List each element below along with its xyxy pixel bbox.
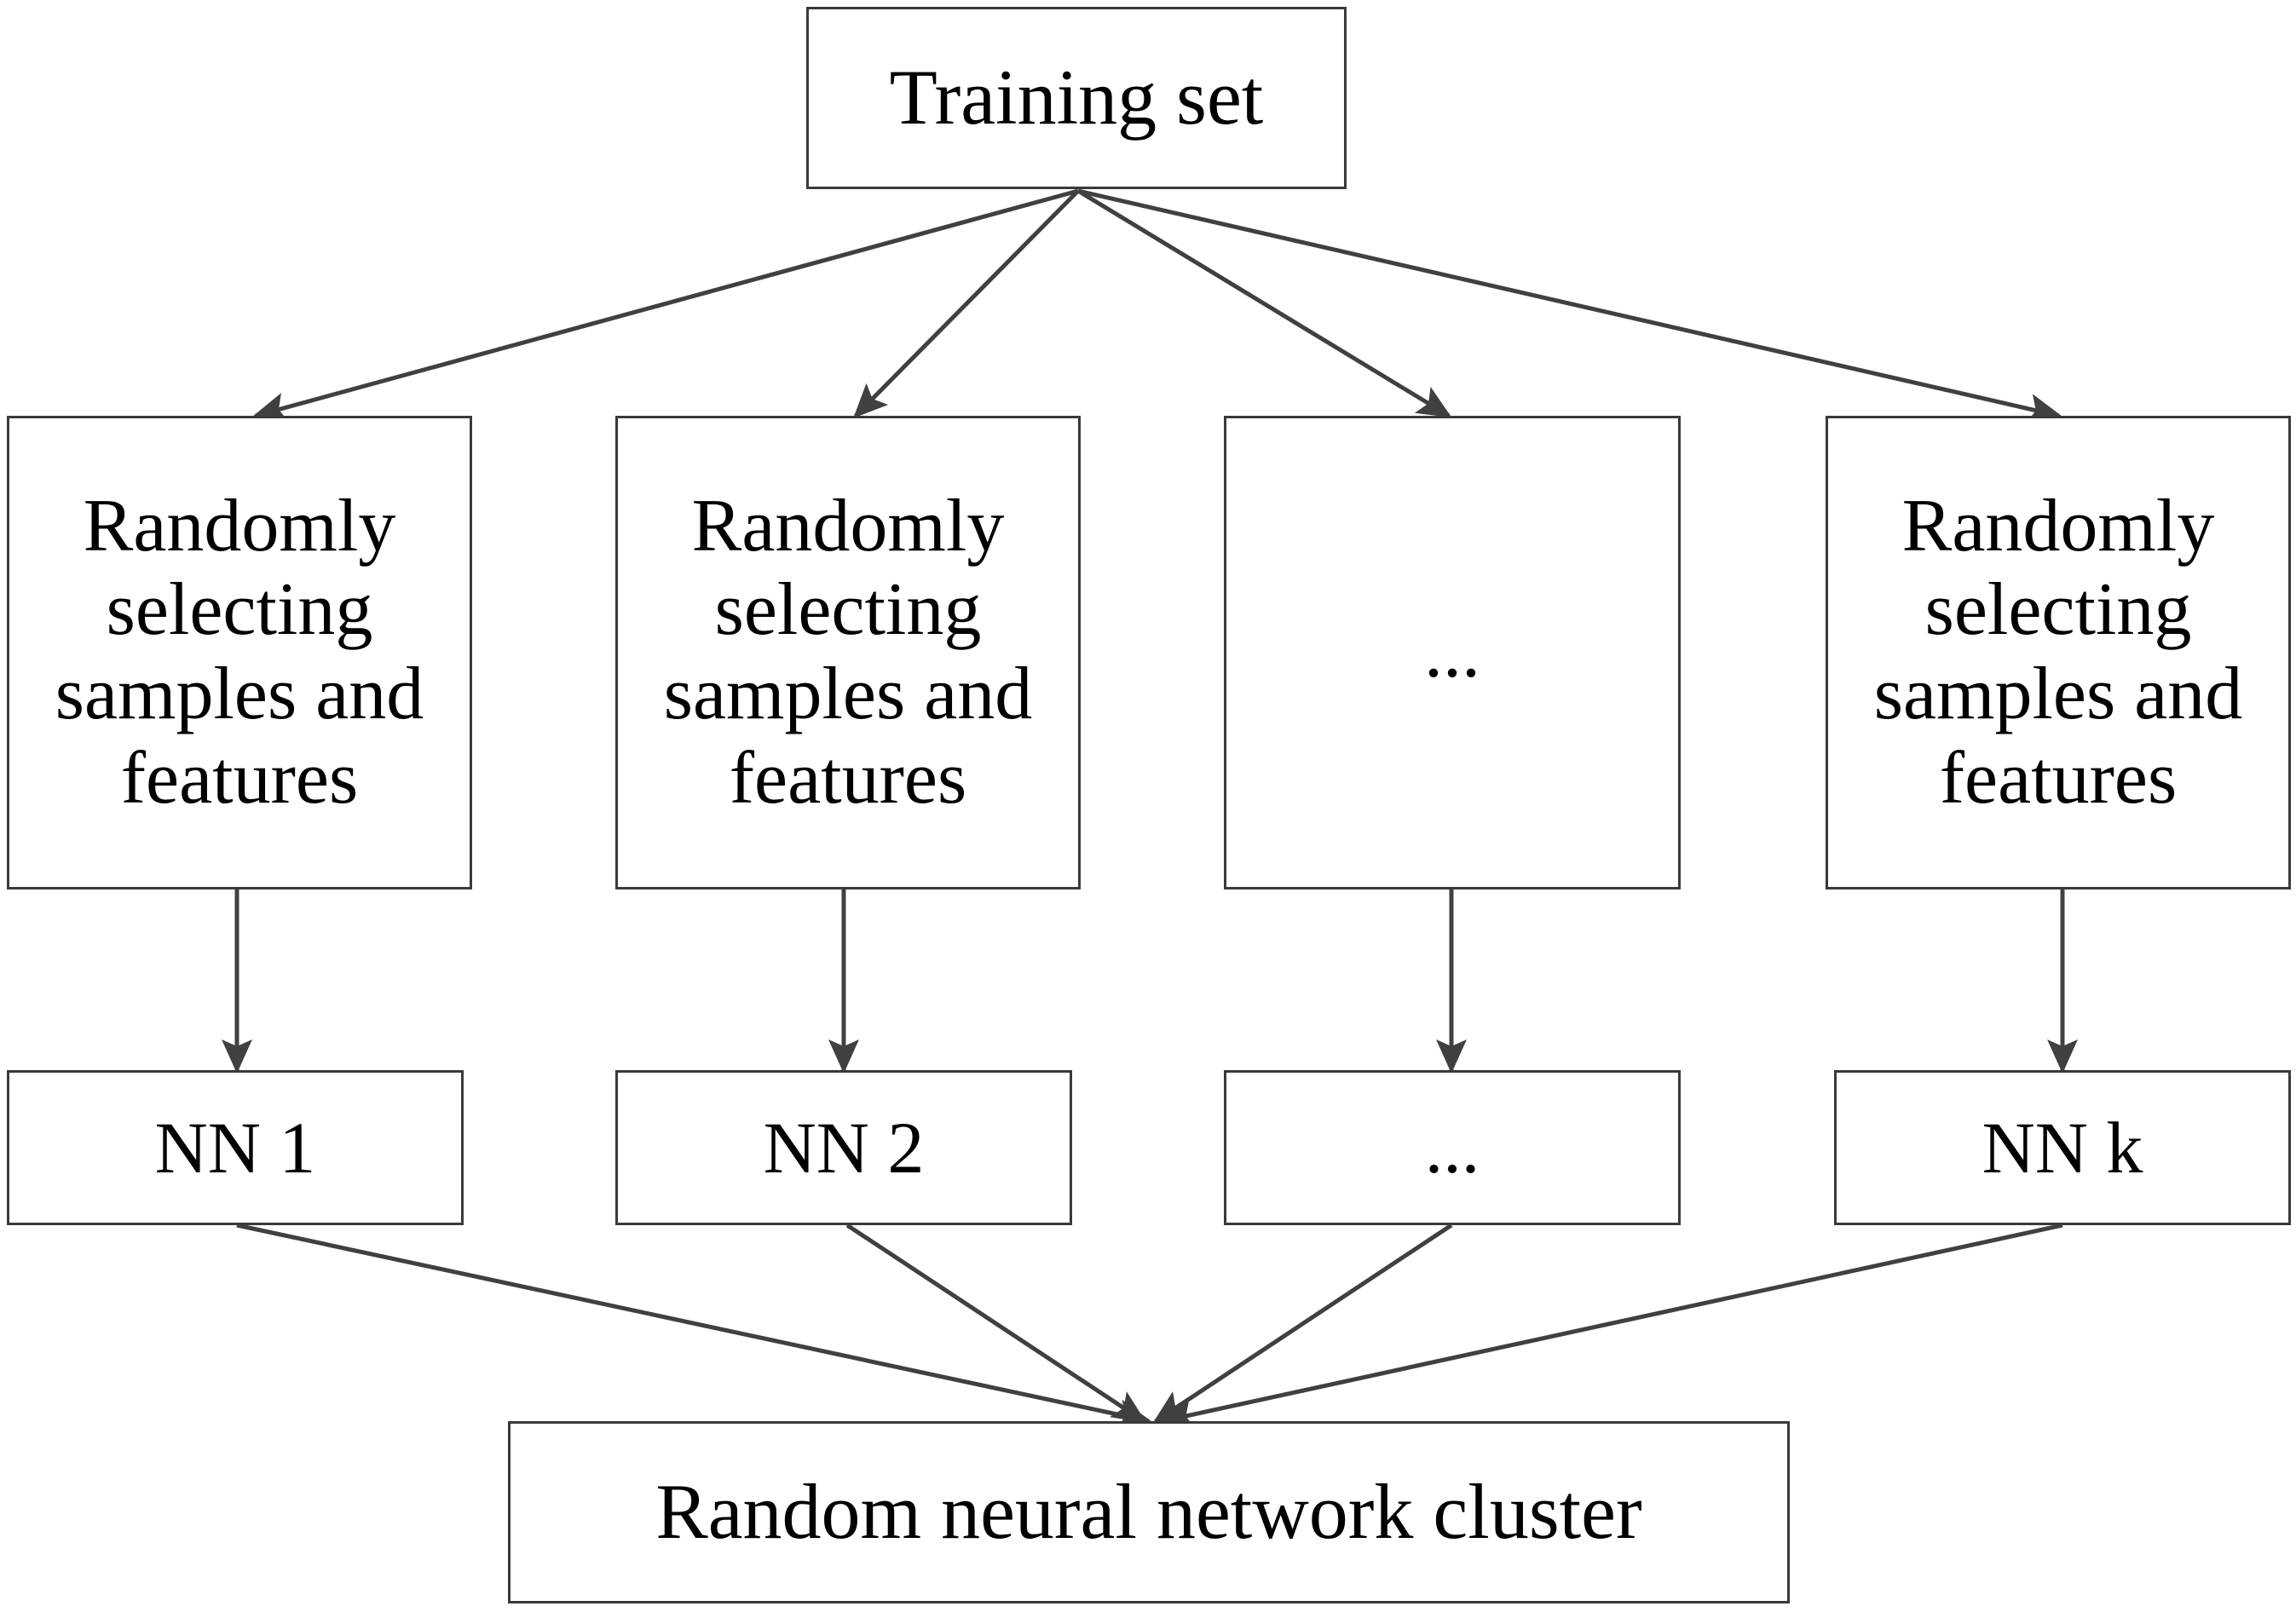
sampling-step-box-1: Randomly selecting samples and features <box>7 416 472 889</box>
model-box-3: ... <box>1224 1070 1681 1225</box>
arrow-training-to-step-2 <box>853 189 1080 418</box>
sampling-step-label-2: Randomly selecting samples and features <box>663 484 1033 820</box>
model-label-k: NN k <box>1982 1106 2143 1189</box>
cluster-box: Random neural network cluster <box>508 1421 1790 1603</box>
model-label-3: ... <box>1424 1106 1480 1189</box>
model-label-2: NN 2 <box>763 1106 925 1189</box>
arrow-training-to-step-1 <box>252 188 1079 423</box>
sampling-step-box-3: ... <box>1224 416 1681 889</box>
arrow-training-to-step-4 <box>1077 188 2062 424</box>
training-set-box: Training set <box>806 7 1347 189</box>
sampling-step-box-4: Randomly selecting samples and features <box>1826 416 2291 889</box>
cluster-label: Random neural network cluster <box>655 1468 1642 1556</box>
training-set-label: Training set <box>889 54 1264 141</box>
arrow-nn-k-to-cluster <box>1159 1223 2063 1430</box>
arrow-nn-2-to-cluster <box>845 1223 1147 1424</box>
arrow-nn-1-to-cluster <box>236 1223 1152 1431</box>
model-box-k: NN k <box>1834 1070 2291 1225</box>
arrow-training-to-step-3 <box>1076 188 1452 418</box>
model-label-1: NN 1 <box>154 1106 316 1189</box>
model-box-2: NN 2 <box>615 1070 1072 1225</box>
sampling-step-label-3: ... <box>1424 610 1480 694</box>
model-box-1: NN 1 <box>7 1070 464 1225</box>
sampling-step-box-2: Randomly selecting samples and features <box>615 416 1081 889</box>
sampling-step-label-1: Randomly selecting samples and features <box>55 484 424 820</box>
arrow-nn-3-to-cluster <box>1152 1223 1453 1424</box>
sampling-step-label-4: Randomly selecting samples and features <box>1873 484 2243 820</box>
